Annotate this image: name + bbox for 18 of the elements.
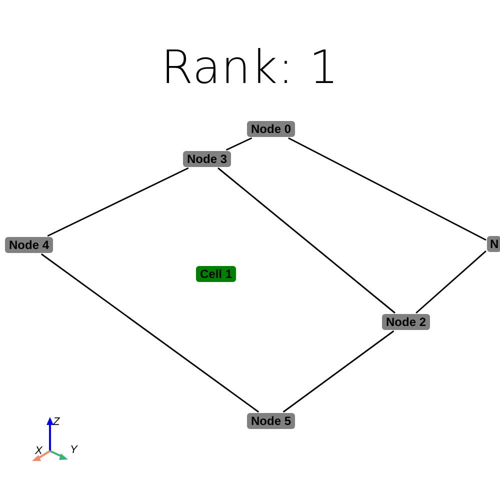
title: Rank: 1 bbox=[161, 40, 339, 94]
node-label: N bbox=[487, 236, 500, 252]
axis-label: Y bbox=[70, 444, 78, 456]
node-label: Node 2 bbox=[382, 314, 430, 330]
connector-line bbox=[288, 137, 486, 241]
node-label: Node 5 bbox=[247, 413, 296, 429]
connector-line bbox=[40, 253, 260, 413]
connector-line bbox=[226, 137, 252, 151]
axis-label: X bbox=[35, 445, 42, 457]
connector-line bbox=[47, 167, 189, 237]
cell-label: Cell 1 bbox=[196, 266, 236, 282]
axis-label: Z bbox=[53, 416, 60, 428]
node-label: Node 0 bbox=[247, 121, 296, 137]
node-label: Node 4 bbox=[5, 237, 54, 253]
connector-line bbox=[416, 250, 486, 314]
node-label: Node 3 bbox=[183, 151, 232, 167]
connector-line bbox=[218, 167, 396, 314]
connector-line bbox=[282, 330, 394, 413]
